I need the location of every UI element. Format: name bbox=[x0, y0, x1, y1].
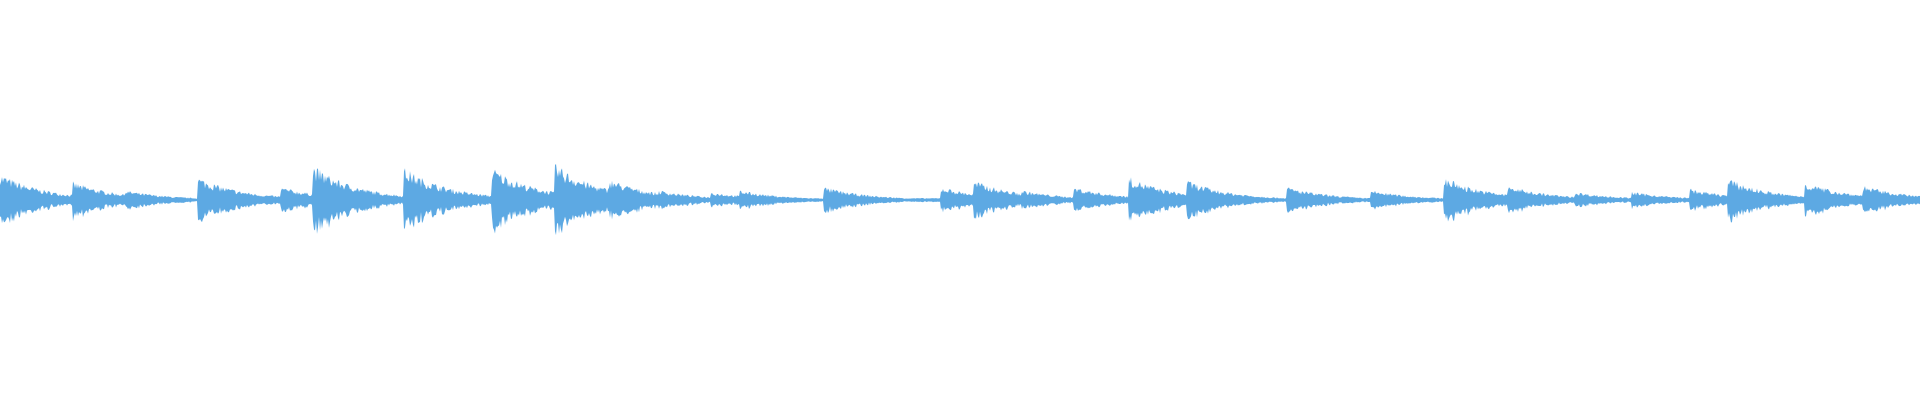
waveform-trace bbox=[0, 163, 1920, 236]
